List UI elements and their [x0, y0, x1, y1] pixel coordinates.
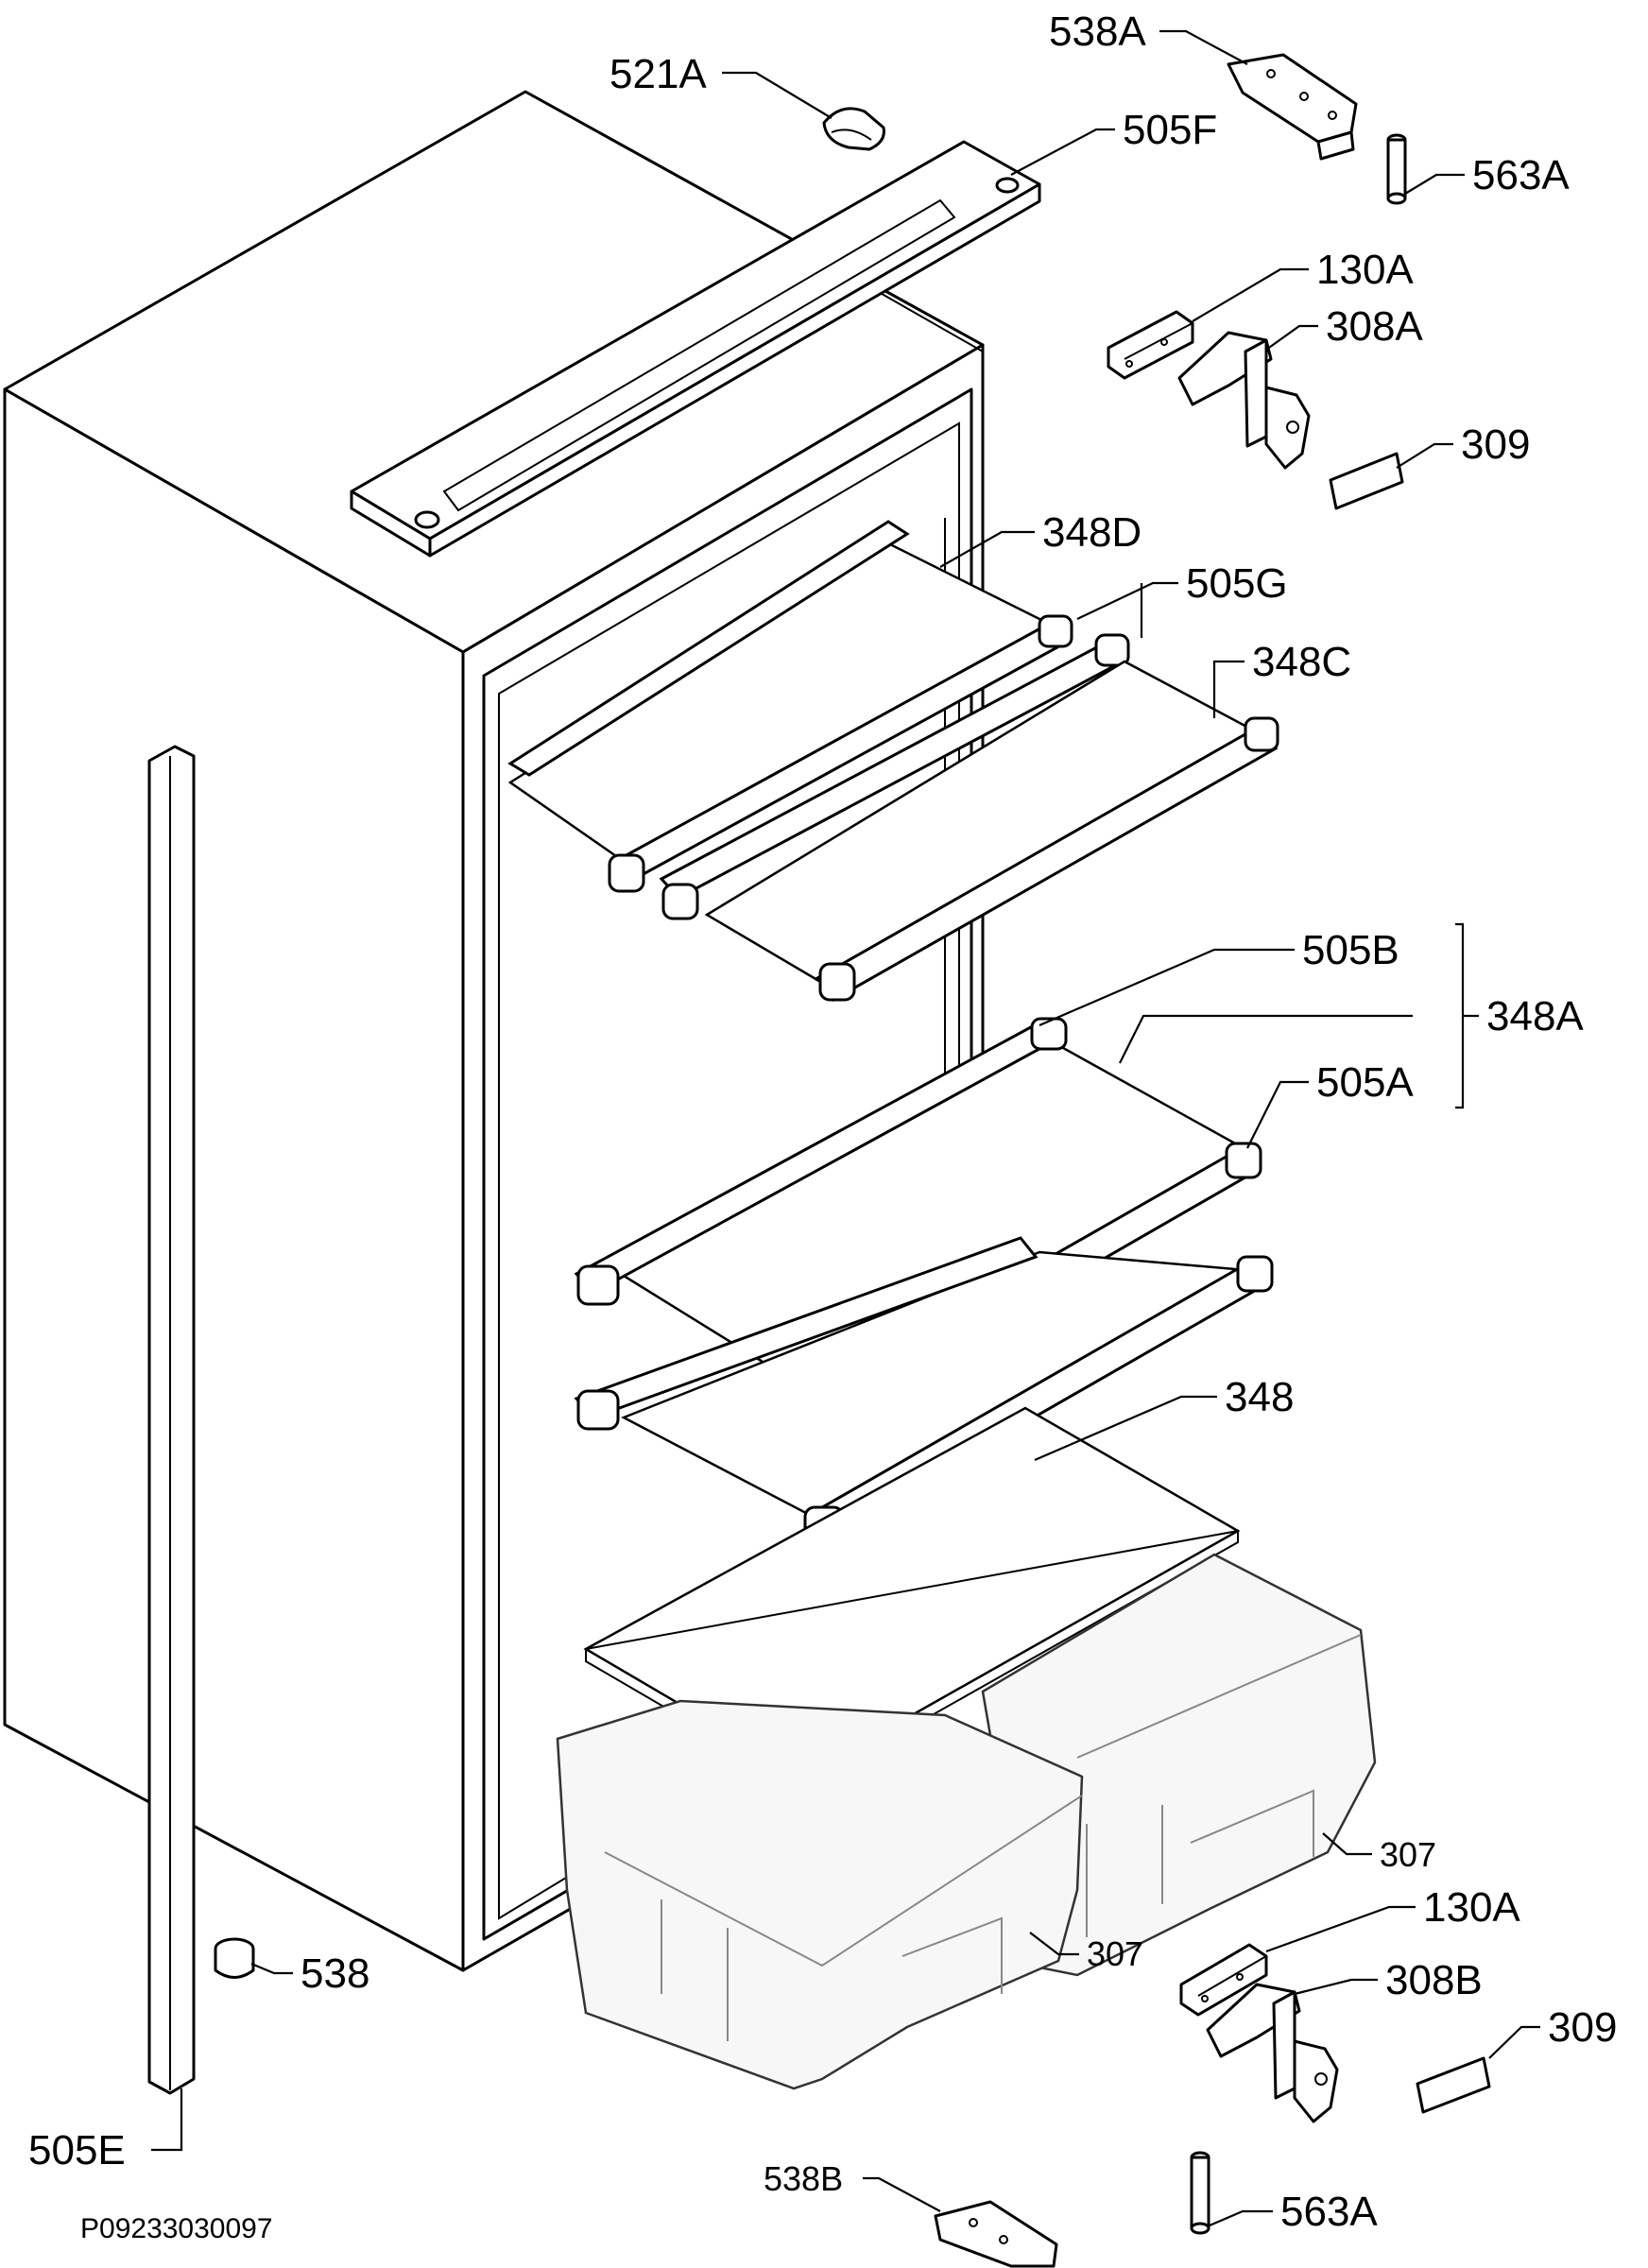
bracket-130A-top [1107, 310, 1194, 380]
pin-563A-bottom [1190, 2151, 1210, 2235]
bracket-130A-bottom [1179, 1943, 1268, 2017]
top-rail-505F [350, 140, 1041, 558]
drawing-code: P09233030097 [80, 2213, 273, 2244]
hinge-308B [1206, 1983, 1339, 2123]
label-505F: 505F [1123, 107, 1217, 153]
hinge-538B [934, 2200, 1058, 2268]
label-348D: 348D [1042, 509, 1142, 556]
label-563A-bottom: 563A [1280, 2189, 1378, 2235]
label-348C: 348C [1252, 639, 1351, 685]
label-130A-top: 130A [1316, 247, 1414, 293]
label-307-right: 307 [1380, 1835, 1436, 1874]
label-309-top: 309 [1461, 421, 1530, 468]
label-130A-bottom: 130A [1423, 1884, 1520, 1931]
label-505B: 505B [1302, 927, 1399, 973]
hinge-308A [1177, 331, 1311, 470]
label-308A: 308A [1326, 303, 1423, 350]
label-538B: 538B [764, 2159, 843, 2198]
label-563A-top: 563A [1472, 152, 1570, 198]
label-505G: 505G [1186, 560, 1288, 607]
label-308B: 308B [1385, 1957, 1483, 2003]
callout-labels: 521A 538A 563A 505F 130A 308A 309 348D 5… [28, 9, 1617, 2244]
pin-563A-top [1386, 133, 1407, 205]
door-strip-505E [147, 745, 196, 2095]
shelf-505G-trim [659, 633, 1130, 920]
foot-538 [214, 1937, 255, 1979]
label-309-bottom: 309 [1548, 2004, 1617, 2051]
crisper-drawer-307-right [981, 1553, 1377, 1977]
label-538A: 538A [1049, 9, 1146, 55]
crisper-drawer-307-left [556, 1699, 1084, 2090]
hinge-538A [1227, 53, 1358, 161]
label-505E: 505E [28, 2127, 126, 2174]
shelf-348C [704, 660, 1279, 1002]
label-521A: 521A [609, 51, 707, 97]
label-538: 538 [300, 1950, 369, 1997]
leader-lines [151, 29, 1540, 2227]
label-307-left: 307 [1087, 1934, 1143, 1973]
plate-309-bottom [1416, 2056, 1491, 2114]
cap-521A [822, 107, 885, 151]
label-348A: 348A [1486, 993, 1584, 1040]
label-348: 348 [1225, 1374, 1294, 1420]
label-505A: 505A [1316, 1059, 1414, 1106]
shelf-348D [507, 520, 1073, 893]
plate-309-top [1329, 452, 1404, 510]
